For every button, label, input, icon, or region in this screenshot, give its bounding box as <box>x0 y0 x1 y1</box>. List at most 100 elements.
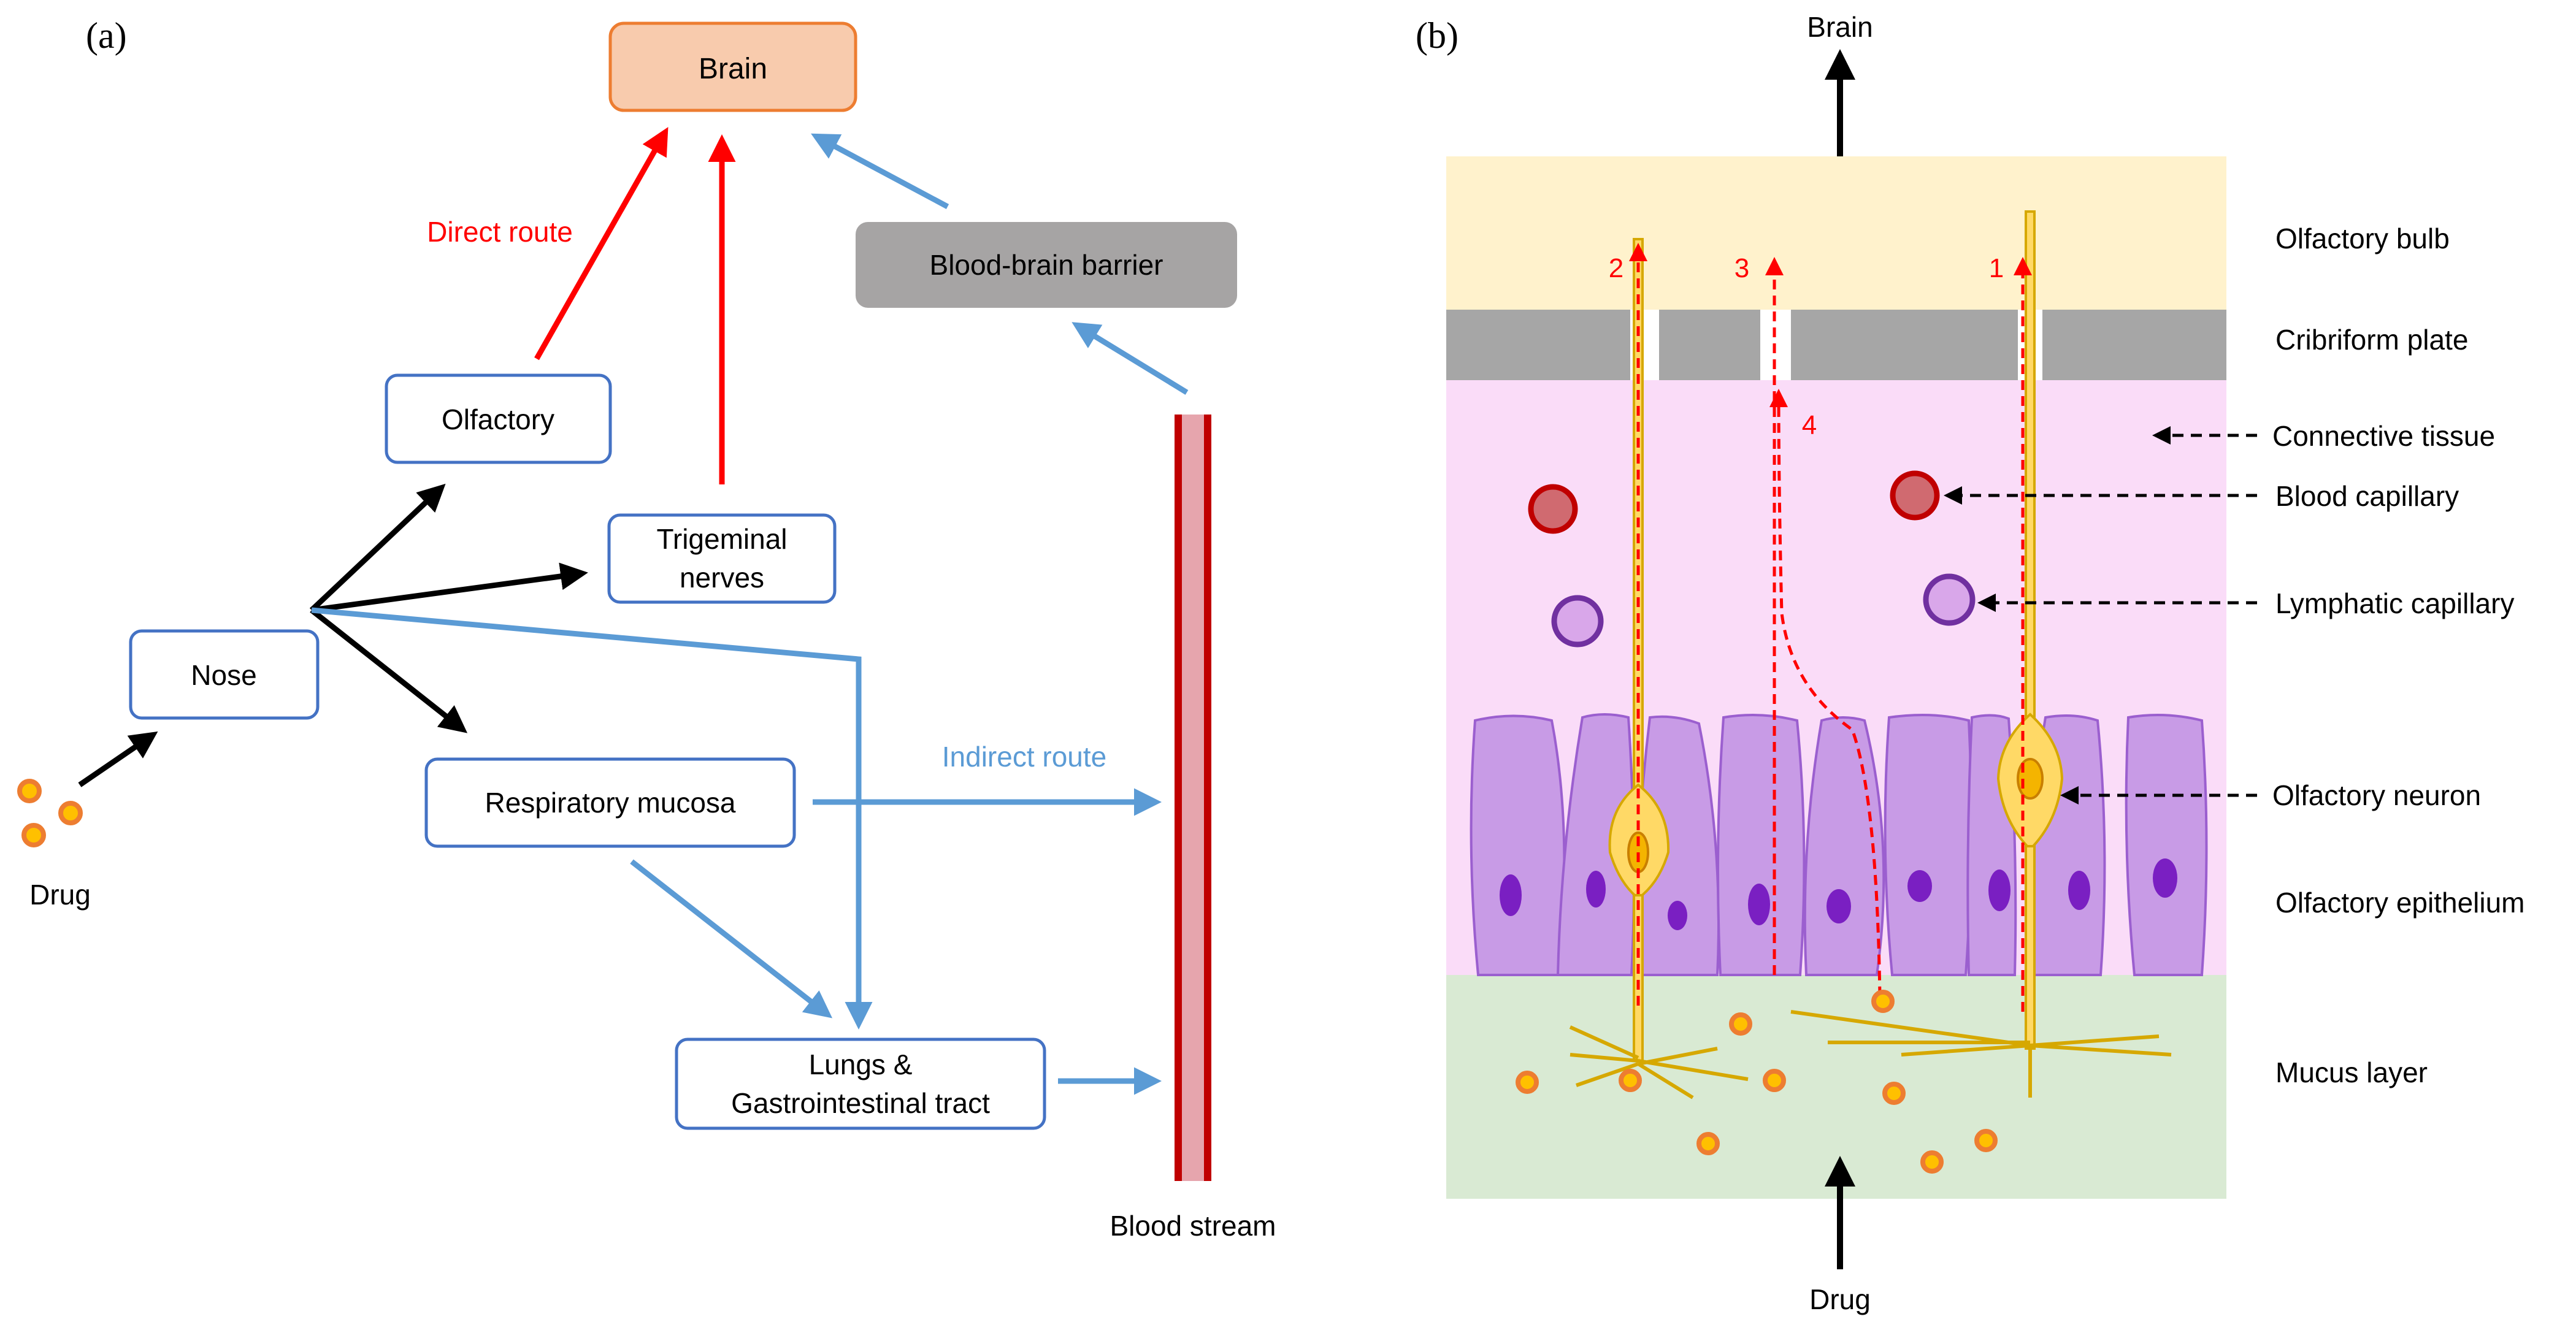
label-blood-capillary: Blood capillary <box>2275 480 2459 512</box>
panel-a-label: (a) <box>86 15 127 56</box>
respiratory-node: Respiratory mucosa <box>424 757 796 848</box>
pathways <box>1629 243 2032 1012</box>
panel-b-drug-label: Drug <box>1809 1283 1871 1315</box>
nose-node-label: Nose <box>191 659 256 691</box>
epithelial-cell <box>1470 714 1566 976</box>
olfactory-bulb-layer <box>1446 156 2226 310</box>
vessel-inner <box>1182 415 1204 1181</box>
epithelial-cell <box>2125 714 2208 976</box>
olfactory-neuron-right <box>1790 210 2172 1098</box>
nucleus <box>1988 869 2011 911</box>
plate-segment <box>2042 310 2226 380</box>
pathway-number-4: 4 <box>1802 410 1817 440</box>
nucleus <box>1500 874 1522 916</box>
nose-node: Nose <box>129 629 320 720</box>
cribriform-plate <box>1446 310 2226 380</box>
brain-box <box>608 21 857 112</box>
nucleus <box>1907 870 1932 902</box>
panel-b-brain-label: Brain <box>1807 11 1873 43</box>
nucleus <box>1668 901 1687 930</box>
drug-label-a: Drug <box>29 879 91 911</box>
neuron-axon <box>2025 210 2036 722</box>
epithelial-cells <box>1470 713 2208 976</box>
nucleus <box>1586 871 1606 908</box>
lungs-box <box>675 1038 1046 1130</box>
arrow-bbb-to-brain <box>811 133 949 209</box>
arrow-nose-to-respiratory <box>310 608 468 733</box>
drug-particle <box>1763 1069 1786 1092</box>
drug-particle <box>1619 1069 1642 1092</box>
epithelial-cell <box>1717 714 1806 976</box>
lungs-node-label-2: Gastrointestinal tract <box>731 1087 990 1119</box>
lymphatic-capillary <box>1923 573 1976 626</box>
arrow-nose-to-lungs <box>311 607 873 1030</box>
blood-capillary <box>1890 470 1940 521</box>
nucleus <box>1827 889 1851 923</box>
blood-capillary <box>1528 484 1578 534</box>
pathway-number-1: 1 <box>1989 253 2004 283</box>
respiratory-box <box>424 757 796 848</box>
label-lymphatic-capillary: Lymphatic capillary <box>2275 587 2514 619</box>
label-cribriform-plate: Cribriform plate <box>2275 324 2468 356</box>
blood-stream-vessel <box>1175 415 1211 1181</box>
lymphatic-capillary <box>1551 595 1604 648</box>
bbb-node: Blood-brain barrier <box>856 222 1237 308</box>
nucleus <box>2068 871 2090 910</box>
neuron-dendrite <box>2025 845 2036 1050</box>
layer-labels: Olfactory bulb Cribriform plate Connecti… <box>2272 223 2525 1088</box>
olfactory-box <box>385 373 612 464</box>
olfactory-node-label: Olfactory <box>442 403 554 435</box>
black-arrows <box>78 483 588 787</box>
panel-b-label: (b) <box>1416 15 1459 56</box>
arrow-blood-to-bbb <box>1071 322 1189 395</box>
label-pointers <box>1944 426 2257 804</box>
direct-route-arrows <box>534 127 736 484</box>
drug-particle <box>1696 1132 1720 1155</box>
drug-particles-b <box>1516 990 1998 1174</box>
drug-particles-a <box>17 779 83 847</box>
drug-particle <box>1974 1129 1998 1152</box>
respiratory-node-label: Respiratory mucosa <box>485 787 735 819</box>
indirect-route-label: Indirect route <box>942 741 1106 773</box>
nose-box <box>129 629 320 720</box>
panel-b: (b) Brain <box>1416 11 2525 1315</box>
drug-particle <box>1516 1071 1539 1094</box>
arrow-nose-to-olfactory <box>309 483 446 613</box>
neuron-cilia <box>1569 1025 1749 1099</box>
cell-nuclei <box>1500 858 2177 930</box>
drug-particle <box>1882 1082 1906 1105</box>
epithelial-cell <box>1884 714 1972 976</box>
bbb-box <box>856 222 1237 308</box>
blood-stream-label: Blood stream <box>1110 1210 1276 1242</box>
olfactory-node: Olfactory <box>385 373 612 464</box>
drug-particle <box>58 801 83 825</box>
pathway-4 <box>1769 389 1882 997</box>
blood-capillaries <box>1528 470 1940 534</box>
label-connective-tissue: Connective tissue <box>2272 420 2495 452</box>
arrow-respiratory-to-lungs <box>630 859 833 1019</box>
nucleus <box>2153 858 2177 898</box>
drug-particle <box>21 823 46 847</box>
pathway-number-3: 3 <box>1735 253 1749 283</box>
trigeminal-node: Trigeminal nerves <box>607 513 837 604</box>
indirect-route-arrows <box>311 133 1189 1095</box>
direct-route-label: Direct route <box>427 216 573 248</box>
arrow-nose-to-trigeminal <box>311 562 588 613</box>
label-mucus-layer: Mucus layer <box>2275 1057 2428 1088</box>
trigeminal-node-label-1: Trigeminal <box>656 523 787 555</box>
drug-particle <box>17 779 42 803</box>
arrow-olfactory-to-brain <box>534 127 669 361</box>
pathway-numbers: 1 2 3 4 <box>1609 253 2004 440</box>
plate-segment <box>1791 310 2018 380</box>
mucus-layer <box>1446 975 2226 1199</box>
plate-segment <box>1659 310 1760 380</box>
brain-node: Brain <box>608 21 857 112</box>
nucleus <box>1748 884 1770 925</box>
lungs-node-label-1: Lungs & <box>809 1049 913 1080</box>
brain-node-label: Brain <box>699 53 767 85</box>
trigeminal-box <box>607 513 837 604</box>
drug-particle <box>1920 1150 1944 1174</box>
label-olfactory-bulb: Olfactory bulb <box>2275 223 2450 254</box>
label-olfactory-epithelium: Olfactory epithelium <box>2275 887 2525 919</box>
